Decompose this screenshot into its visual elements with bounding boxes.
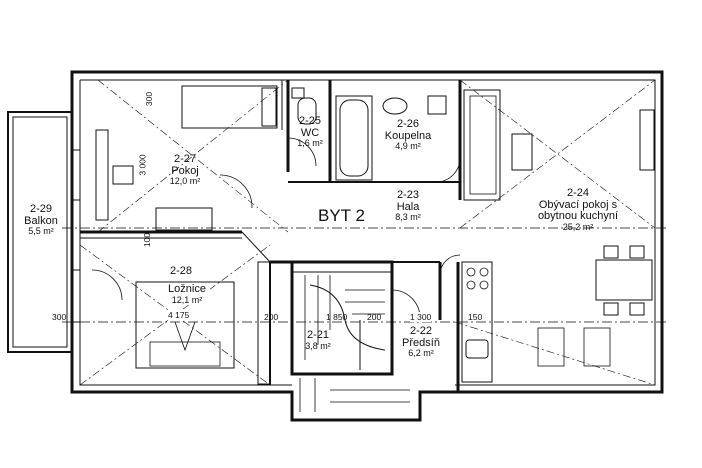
room-area: 4,9 m² (395, 141, 421, 152)
dimension-150: 150 (468, 312, 483, 322)
room-code: 2-25 (298, 115, 322, 127)
room-name: Hala (396, 200, 420, 213)
room-label-wc: 2-25 WC 1,6 m² (290, 115, 330, 149)
room-label-pokoj: 2-27 Pokoj 12,0 m² (160, 153, 210, 187)
room-area: 25,2 m² (562, 221, 594, 232)
room-name: Pokoj (171, 164, 199, 177)
room-area: 6,2 m² (408, 348, 434, 359)
room-area: 1,6 m² (297, 138, 323, 149)
room-code: 2-22 (409, 325, 433, 337)
room-area: 12,1 m² (171, 294, 203, 305)
room-name: Obývací pokoj s obytnou kuchyní (537, 198, 619, 223)
dining-table (595, 259, 653, 301)
room-name: Balkon (24, 214, 58, 227)
loznice-bed (135, 281, 235, 369)
room-code: 2-26 (396, 118, 420, 130)
room-label-predsin: 2-22 Předsíň 6,2 m² (396, 325, 446, 359)
washbasin (382, 97, 408, 115)
room-code: 2-27 (173, 153, 197, 165)
room-code: 2-28 (169, 265, 193, 277)
room-label-hala: 2-23 Hala 8,3 m² (388, 189, 428, 223)
balcony-outline (7, 111, 73, 353)
room-name: Předsíň (402, 336, 440, 349)
pokoj-bed (181, 85, 278, 129)
dimension-1300: 1 300 (410, 312, 432, 322)
room-label-schodiste: 2-21 3,8 m² (298, 329, 338, 351)
room-code: 2-24 (566, 187, 590, 199)
room-code: 2-21 (306, 329, 330, 341)
outer-wall-inner (80, 79, 656, 386)
dimension-4175: 4 175 (168, 310, 190, 320)
room-code: 2-23 (396, 189, 420, 201)
room-label-obyvaci-pokoj: 2-24 Obývací pokoj s obytnou kuchyní 25,… (528, 187, 628, 232)
room-label-loznice: Ložnice 12,1 m² (164, 283, 210, 305)
dimension-200-b: 200 (367, 312, 382, 322)
wc-toilet (297, 97, 317, 125)
room-name: Koupelna (384, 129, 432, 142)
room-name: WC (300, 126, 320, 139)
room-code: 2-29 (29, 203, 53, 215)
room-label-balkon: 2-29 Balkon 5,5 m² (18, 203, 64, 237)
bathtub (335, 95, 373, 181)
outer-wall (70, 70, 664, 422)
pokoj-desk (95, 129, 109, 221)
room-name: Ložnice (168, 283, 206, 295)
kitchen-counter (461, 261, 493, 383)
room-area: 3,8 m² (305, 340, 331, 351)
dimension-100: 100 (142, 232, 153, 248)
dimension-300-top: 300 (144, 91, 155, 107)
room-label-2-28-code: 2-28 (166, 265, 196, 278)
dimension-3000: 3 000 (137, 154, 148, 176)
room-label-koupelna: 2-26 Koupelna 4,9 m² (378, 118, 438, 152)
living-sofa (463, 89, 501, 201)
room-area: 12,0 m² (169, 176, 201, 187)
stair-core (290, 260, 394, 376)
room-area: 5,5 m² (28, 226, 54, 237)
room-area: 8,3 m² (395, 212, 421, 223)
plan-title: BYT 2 (318, 206, 365, 225)
dimension-1850: 1 850 (326, 312, 348, 322)
dimension-300-left: 300 (52, 312, 67, 322)
dimension-200-a: 200 (264, 312, 279, 322)
